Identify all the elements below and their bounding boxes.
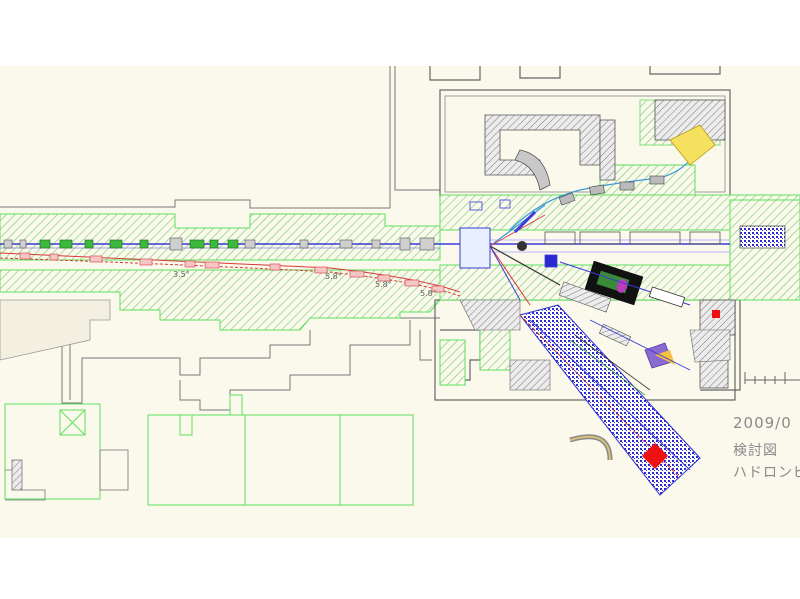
magnets-green [39,239,239,249]
bend-angle-label: 5.8° [325,272,342,281]
drawing-caption-review: 検討図 [733,443,778,459]
beam-dump-marker [642,443,668,469]
bend-angle-label: 5.8° [375,280,392,289]
bend-angle-label: 3.5° [173,270,190,279]
magnets-red [19,252,445,293]
lower-buildings-gray [5,449,129,501]
magnets-gray [3,237,435,251]
lower-right-branch [558,281,691,396]
lower-hall-shielding [459,299,731,391]
scale-bar [744,372,800,384]
bend-angle-label: 5.8° [420,289,437,298]
beam-tunnel-hatched [0,213,441,361]
upper-branch-beamline [509,124,716,234]
lower-shield-corridor [484,304,701,496]
drawing-date: 2009/0 [733,414,792,432]
detector-spectrometer [559,260,720,318]
lower-buildings-green [4,394,414,506]
shielding-blocks-upper [484,99,786,389]
drawing-caption-hadron: ハドロンビ [733,465,800,481]
hall-equipment [469,199,721,268]
